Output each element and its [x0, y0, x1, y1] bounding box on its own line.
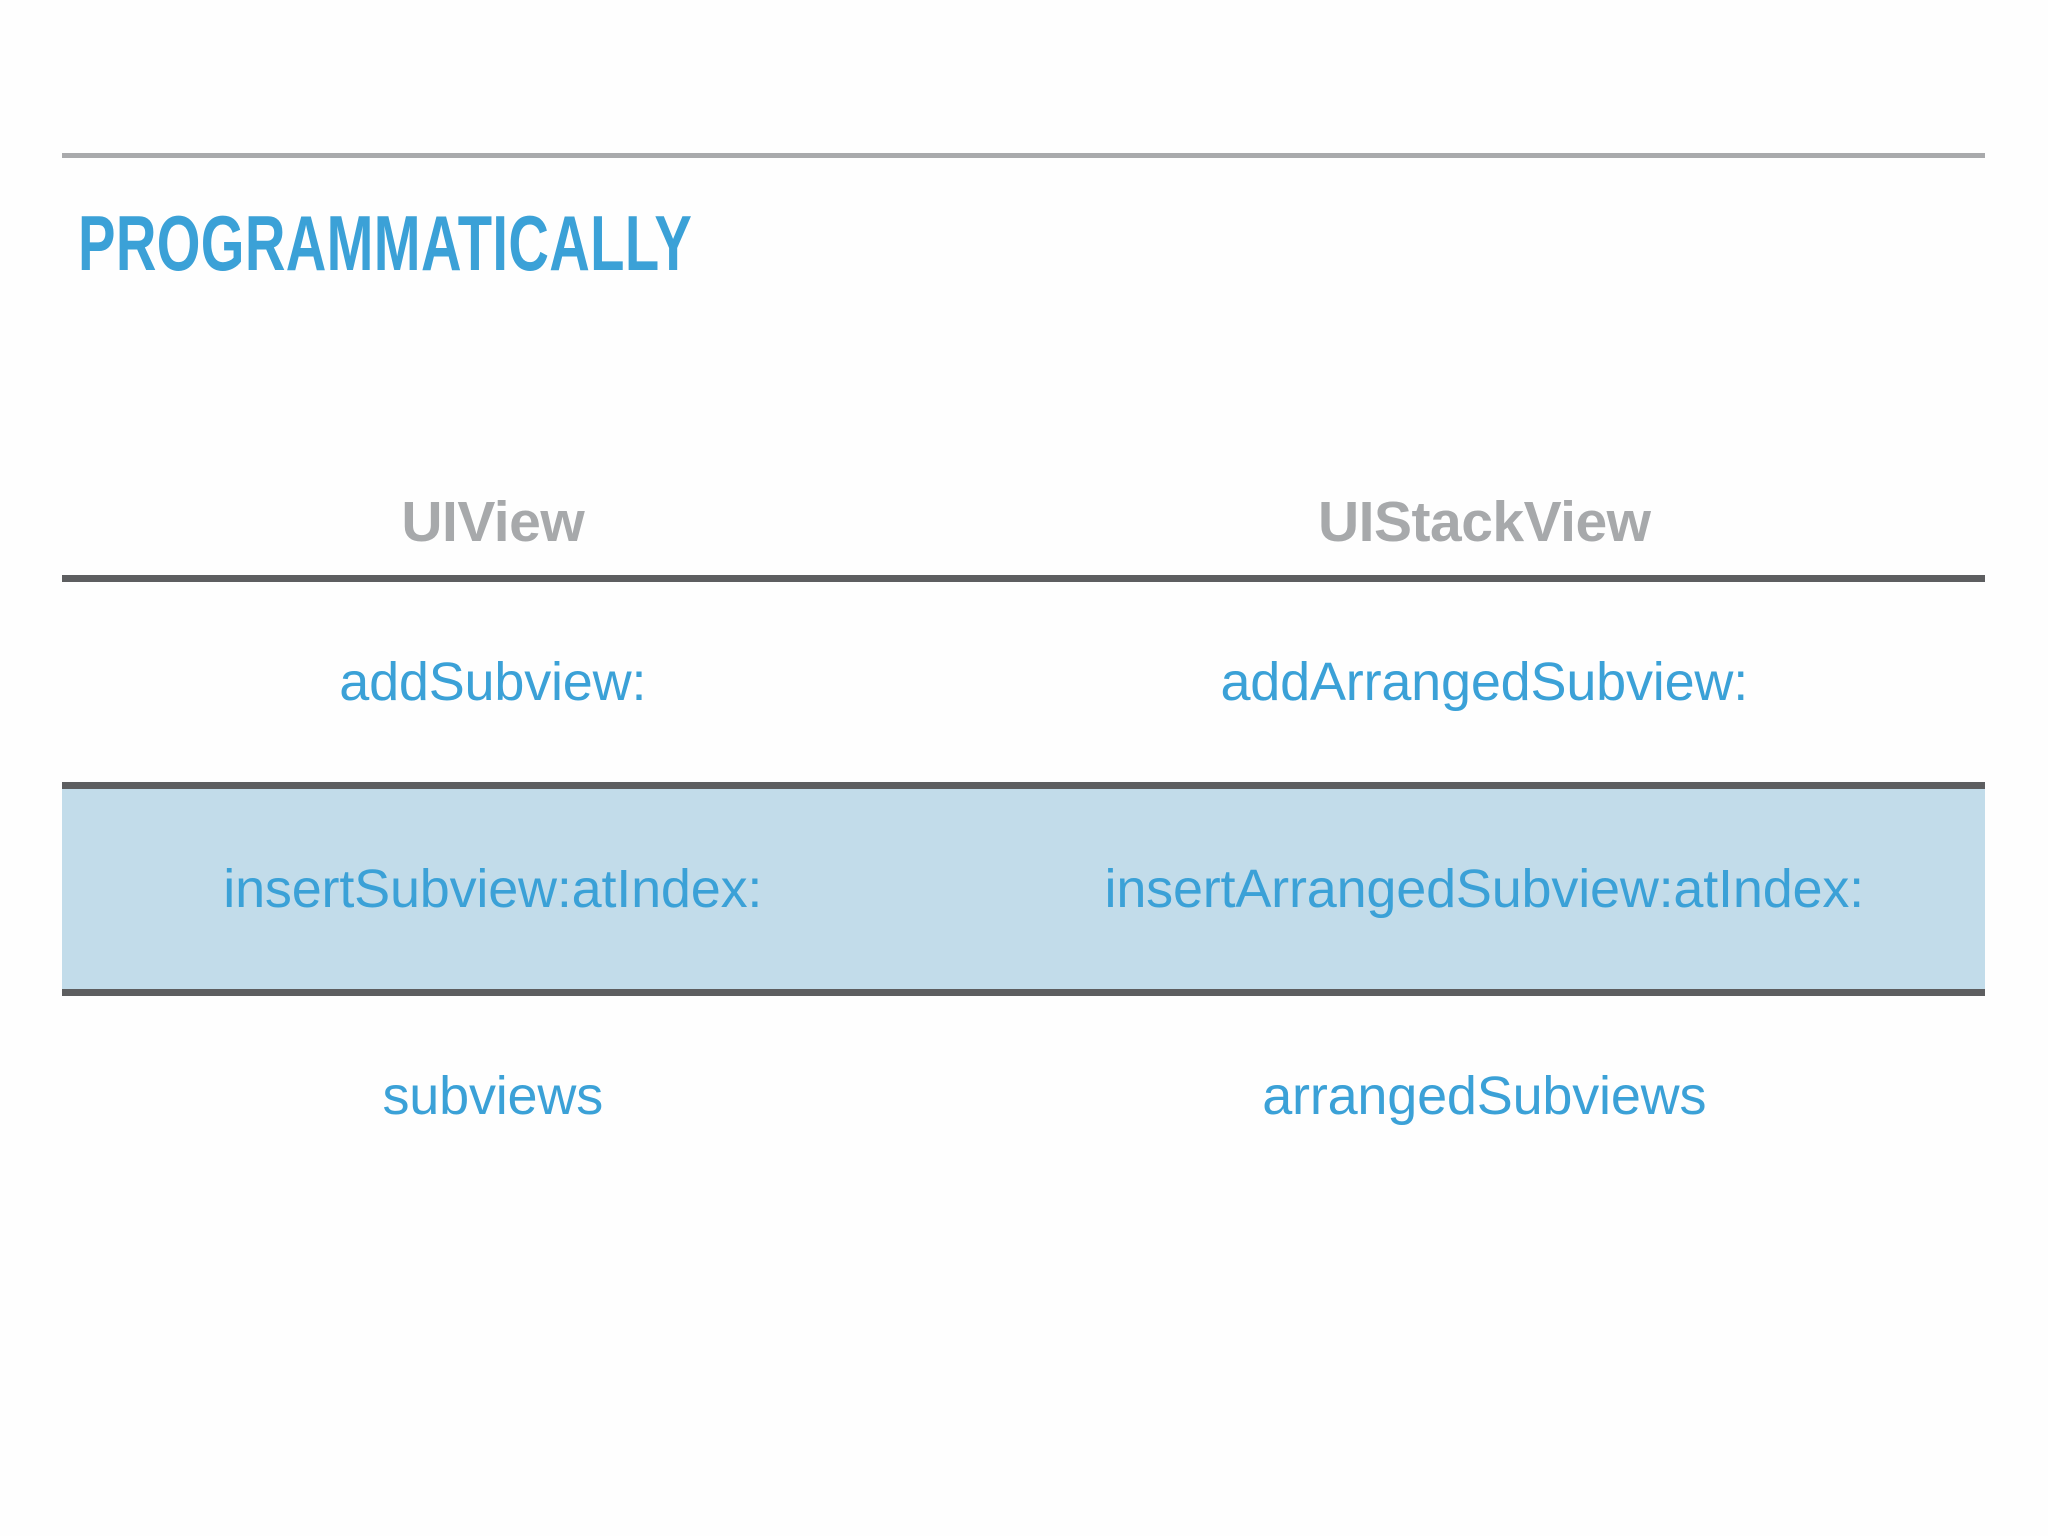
row-divider-rule-1 [62, 782, 1985, 789]
table-row[interactable]: subviews arrangedSubviews [62, 996, 1985, 1196]
column-header-uiview: UIView [401, 490, 585, 554]
top-divider-rule [62, 153, 1985, 158]
header-divider-rule [62, 575, 1985, 582]
page-title: PROGRAMMATICALLY [78, 199, 693, 287]
column-header-uistackview: UIStackView [1318, 490, 1651, 554]
table-row-highlighted[interactable]: insertSubview:atIndex: insertArrangedSub… [62, 789, 1985, 989]
cell-uiview-subviews: subviews [382, 1066, 604, 1126]
row-divider-rule-2 [62, 989, 1985, 996]
cell-uiview-add: addSubview: [339, 652, 647, 712]
cell-uiview-insert: insertSubview:atIndex: [223, 859, 763, 919]
cell-uistackview-insert: insertArrangedSubview:atIndex: [1104, 859, 1865, 919]
cell-uistackview-add: addArrangedSubview: [1220, 652, 1749, 712]
table-header-row: UIView UIStackView [62, 470, 1985, 575]
table-row[interactable]: addSubview: addArrangedSubview: [62, 582, 1985, 782]
cell-uistackview-subviews: arrangedSubviews [1262, 1066, 1707, 1126]
api-comparison-table: UIView UIStackView addSubview: addArrang… [62, 470, 1985, 1196]
